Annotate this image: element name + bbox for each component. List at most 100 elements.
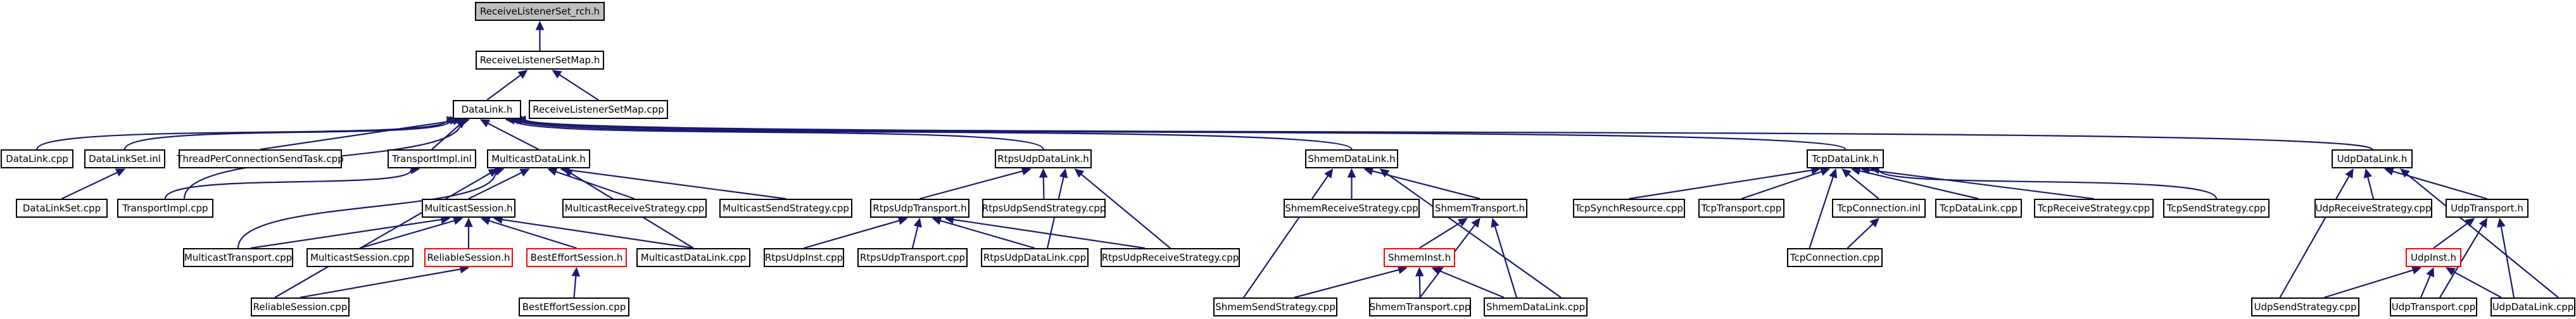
node-datalinkset-inl[interactable]: DataLinkSet.inl <box>84 149 165 168</box>
node-threadperconnectionsendtask-cpp[interactable]: ThreadPerConnectionSendTask.cpp <box>177 149 344 168</box>
node-multicastsession-cpp[interactable]: MulticastSession.cpp <box>306 248 414 267</box>
arrowhead-datalink-h <box>516 115 526 124</box>
arrowhead-tcpconnection-inl <box>1869 218 1879 228</box>
arrowhead-multicastdatalink-h <box>563 168 574 177</box>
edge-shmemdatalink-cpp-to-shmeminst-h <box>1439 270 1505 299</box>
node-shmemreceivestrategy-cpp[interactable]: ShmemReceiveStrategy.cpp <box>1284 199 1420 218</box>
arrowhead-datalinkset-inl <box>115 168 126 177</box>
edge-besteffortsession-h-to-multicastsession-h <box>489 220 577 249</box>
edge-tcpdatalink-cpp-to-tcpdatalink-h <box>1859 170 1979 200</box>
node-rtpsudpsendstrategy-cpp[interactable]: RtpsUdpSendStrategy.cpp <box>982 199 1106 218</box>
edge-datalink-cpp-to-datalink-h <box>36 119 448 150</box>
node-multicastsession-h[interactable]: MulticastSession.h <box>422 199 515 218</box>
arrowhead-receivelistenersetmap-h <box>517 70 528 79</box>
node-rtpsudpdatalink-cpp[interactable]: RtpsUdpDataLink.cpp <box>981 248 1089 267</box>
edge-multicastsendstrategy-cpp-to-multicastdatalink-h <box>569 169 786 200</box>
node-rtpsudpreceivestrategy-cpp[interactable]: RtpsUdpReceiveStrategy.cpp <box>1101 248 1240 267</box>
arrowhead-multicastsession-h <box>464 217 473 227</box>
arrowhead-rtpsudptransport-h <box>897 216 908 225</box>
edge-udpsendstrategy-cpp-to-udpinst-h <box>2324 269 2413 299</box>
edge-udpsendstrategy-cpp-to-udpdatalink-h <box>2279 175 2350 298</box>
node-tcpsynchresource-cpp[interactable]: TcpSynchResource.cpp <box>1573 199 1685 218</box>
arrowhead-udpinst-h <box>2445 267 2456 276</box>
node-tcpconnection-cpp[interactable]: TcpConnection.cpp <box>1787 248 1883 267</box>
node-udpinst-h[interactable]: UdpInst.h <box>2406 248 2461 267</box>
arrowhead-receivelistenerset-rch-h <box>535 20 545 30</box>
node-transportimpl-cpp[interactable]: TransportImpl.cpp <box>117 199 213 218</box>
edge-reliablesession-cpp-to-reliablesession-h <box>300 268 461 299</box>
node-datalink-cpp[interactable]: DataLink.cpp <box>1 149 73 168</box>
node-reliablesession-h[interactable]: ReliableSession.h <box>424 248 513 267</box>
node-shmemdatalink-cpp[interactable]: ShmemDataLink.cpp <box>1484 297 1588 316</box>
arrowhead-shmemtransport-h <box>1457 218 1468 227</box>
edge-udpdatalink-cpp-to-udpinst-h <box>2453 271 2502 298</box>
arrowhead-rtpsudpdatalink-h <box>1039 168 1048 178</box>
edge-tcpsynchresource-cpp-to-tcpdatalink-h <box>1629 169 1812 200</box>
edge-tcpconnection-inl-to-tcpdatalink-h <box>1848 173 1879 199</box>
edge-udptransport-h-to-udpdatalink-h <box>2392 170 2487 200</box>
node-tcpdatalink-cpp[interactable]: TcpDataLink.cpp <box>1935 199 2022 218</box>
arrowhead-multicastdatalink-h <box>488 168 498 177</box>
arrowhead-shmemdatalink-h <box>1324 168 1334 178</box>
node-udpdatalink-h[interactable]: UdpDataLink.h <box>2332 149 2413 168</box>
edge-shmemdatalink-h-to-datalink-h <box>517 119 1353 150</box>
node-receivelistenersetmap-cpp[interactable]: ReceiveListenerSetMap.cpp <box>529 100 668 119</box>
arrowhead-udptransport-h <box>2497 217 2506 228</box>
node-receivelistenerset-rch-h[interactable]: ReceiveListenerSet_rch.h <box>475 2 605 21</box>
node-rtpsudpinst-cpp[interactable]: RtpsUdpInst.cpp <box>764 248 844 267</box>
node-besteffortsession-cpp[interactable]: BestEffortSession.cpp <box>519 297 629 316</box>
node-udpdatalink-cpp[interactable]: UdpDataLink.cpp <box>2491 297 2575 316</box>
node-receivelistenersetmap-h[interactable]: ReceiveListenerSetMap.h <box>476 51 604 70</box>
arrowhead-multicastdatalink-h <box>519 168 530 177</box>
node-datalink-h[interactable]: DataLink.h <box>453 100 521 119</box>
edge-tcpreceivestrategy-cpp-to-tcpdatalink-h <box>1869 169 2094 200</box>
node-multicasttransport-cpp[interactable]: MulticastTransport.cpp <box>183 248 293 267</box>
node-rtpsudptransport-cpp[interactable]: RtpsUdpTransport.cpp <box>857 248 968 267</box>
node-udptransport-cpp[interactable]: UdpTransport.cpp <box>2390 297 2477 316</box>
node-besteffortsession-h[interactable]: BestEffortSession.h <box>526 248 627 267</box>
edge-tcptransport-cpp-to-tcpdatalink-h <box>1741 171 1822 200</box>
node-tcpconnection-inl[interactable]: TcpConnection.inl <box>1832 199 1926 218</box>
node-udptransport-h[interactable]: UdpTransport.h <box>2446 199 2529 218</box>
arrowhead-shmemdatalink-h <box>1347 168 1356 178</box>
arrowhead-udpdatalink-h <box>2400 168 2410 178</box>
node-shmemtransport-h[interactable]: ShmemTransport.h <box>1432 199 1527 218</box>
node-tcpsendstrategy-cpp[interactable]: TcpSendStrategy.cpp <box>2163 199 2270 218</box>
edge-besteffortsession-cpp-to-besteffortsession-h <box>573 275 577 298</box>
edge-shmemdatalink-cpp-to-shmemdatalink-h <box>1386 173 1562 298</box>
node-tcpreceivestrategy-cpp[interactable]: TcpReceiveStrategy.cpp <box>2034 199 2154 218</box>
node-tcptransport-cpp[interactable]: TcpTransport.cpp <box>1698 199 1784 218</box>
edge-udpdatalink-h-to-datalink-h <box>524 119 2373 150</box>
node-tcpdatalink-h[interactable]: TcpDataLink.h <box>1807 149 1884 168</box>
edge-rtpsudpinst-cpp-to-rtpsudptransport-h <box>804 220 900 249</box>
node-multicastreceivestrategy-cpp[interactable]: MulticastReceiveStrategy.cpp <box>562 199 707 218</box>
edge-udptransport-cpp-to-udpinst-h <box>2420 275 2431 298</box>
edge-datalinkset-inl-to-datalink-h <box>123 120 451 150</box>
node-multicastdatalink-cpp[interactable]: MulticastDataLink.cpp <box>636 248 750 267</box>
node-multicastsendstrategy-cpp[interactable]: MulticastSendStrategy.cpp <box>719 199 852 218</box>
node-rtpsudpdatalink-h[interactable]: RtpsUdpDataLink.h <box>995 149 1092 168</box>
node-datalinkset-cpp[interactable]: DataLinkSet.cpp <box>16 199 108 218</box>
node-multicastdatalink-h[interactable]: MulticastDataLink.h <box>487 149 590 168</box>
edge-rtpsudptransport-h-to-rtpsudpdatalink-h <box>919 170 1023 200</box>
node-rtpsudptransport-h[interactable]: RtpsUdpTransport.h <box>870 199 969 218</box>
edge-shmemsendstrategy-cpp-to-shmeminst-h <box>1294 269 1399 299</box>
arrowhead-multicastdatalink-h <box>547 167 558 176</box>
arrowhead-tcpdatalink-h <box>1841 168 1852 178</box>
arrowhead-multicastsession-h <box>453 216 464 225</box>
arrowhead-rtpsudpdatalink-h <box>1059 168 1068 178</box>
arrowhead-datalink-h <box>479 119 491 128</box>
node-udpsendstrategy-cpp[interactable]: UdpSendStrategy.cpp <box>2251 297 2359 316</box>
arrowhead-shmemdatalink-h <box>1379 168 1390 178</box>
node-shmemtransport-cpp[interactable]: ShmemTransport.cpp <box>1369 297 1471 316</box>
node-shmemdatalink-h[interactable]: ShmemDataLink.h <box>1305 149 1398 168</box>
arrowhead-rtpsudptransport-h <box>913 217 922 228</box>
node-udpreceivestrategy-cpp[interactable]: UdpReceiveStrategy.cpp <box>2314 199 2432 218</box>
edge-shmemsendstrategy-cpp-to-shmemdatalink-h <box>1243 175 1329 298</box>
edge-transportimpl-cpp-to-transportimpl-inl <box>164 170 412 199</box>
node-transportimpl-inl[interactable]: TransportImpl.inl <box>388 149 476 168</box>
node-shmeminst-h[interactable]: ShmemInst.h <box>1384 248 1455 267</box>
node-reliablesession-cpp[interactable]: ReliableSession.cpp <box>251 297 350 316</box>
node-shmemsendstrategy-cpp[interactable]: ShmemSendStrategy.cpp <box>1213 297 1337 316</box>
edge-shmeminst-h-to-shmemtransport-h <box>1418 222 1461 249</box>
